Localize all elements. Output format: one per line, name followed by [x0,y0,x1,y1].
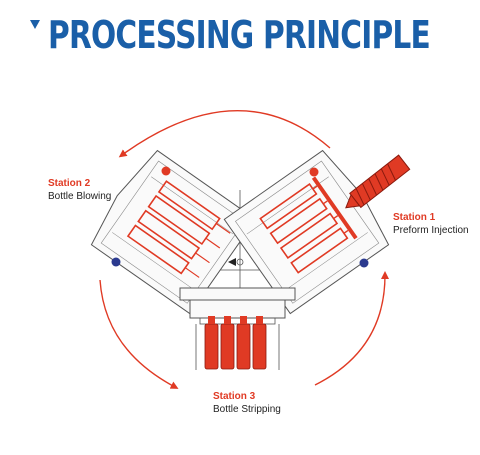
station-2-red-dot [161,166,171,176]
arrow-right [314,271,389,386]
arrow-top [118,110,331,158]
station-3-stripper [179,287,296,370]
station-1-blue-dot [359,258,369,268]
page-title: PROCESSING PRINCIPLE [48,13,431,57]
station-1-title: Station 1 [393,212,436,223]
station-3-description: Bottle Stripping [213,404,281,415]
station-2-description: Bottle Blowing [48,191,112,202]
triangle-marker-icon [30,19,40,29]
station-1-description: Preform Injection [393,225,469,236]
station-1-mold [223,149,390,315]
station-2-blue-dot [111,257,121,267]
arrow-left [99,279,179,389]
station-3-title: Station 3 [213,391,256,402]
diagram-graphic [90,110,411,389]
processing-diagram: Station 2 Bottle Blowing Station 1 Prefo… [0,60,480,450]
center-pointer-icon [228,258,236,266]
rotation-arrows [99,110,389,389]
injection-nozzle [345,154,411,209]
page-heading: PROCESSING PRINCIPLE [30,10,480,60]
station-2-title: Station 2 [48,178,91,189]
station-2-mold [90,149,257,315]
station-1-red-dot [309,167,319,177]
